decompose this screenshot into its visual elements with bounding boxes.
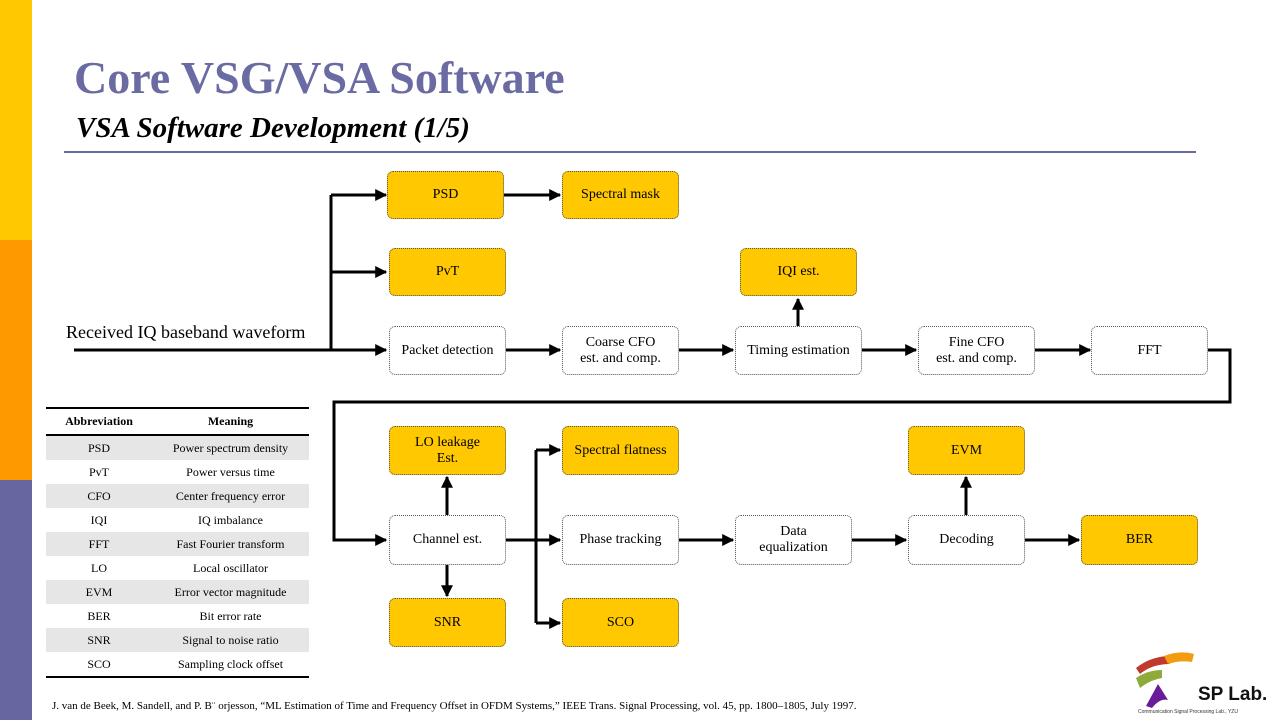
header-meaning: Meaning <box>152 407 309 436</box>
box-phase-tracking: Phase tracking <box>562 515 679 565</box>
logo-name: SP Lab. <box>1198 684 1268 705</box>
accent-bar-yellow <box>0 0 32 240</box>
title-rule <box>64 151 1196 153</box>
box-ber: BER <box>1081 515 1198 565</box>
box-data-equalization: Data equalization <box>735 515 852 565</box>
abbr-cell: PvT <box>88 464 109 479</box>
abbr-cell: PSD <box>46 435 152 460</box>
meaning-cell: Sampling clock offset <box>152 652 309 678</box>
meaning-cell: Power spectrum density <box>152 435 309 460</box>
slide-title: Core VSG/VSA Software <box>74 52 565 103</box>
accent-bar-orange <box>0 240 32 480</box>
accent-bar-purple <box>0 480 32 720</box>
abbr-cell: SNR <box>46 628 152 652</box>
box-coarse-cfo: Coarse CFO est. and comp. <box>562 326 679 375</box>
box-pvt: PvT <box>389 248 506 296</box>
logo-tagline: Communication Signal Processing Lab., YZ… <box>1138 709 1238 715</box>
box-snr: SNR <box>389 598 506 647</box>
meaning-cell: Fast Fourier transform <box>152 532 309 556</box>
box-spectral-flatness: Spectral flatness <box>562 426 679 475</box>
meaning-cell: Error vector magnitude <box>152 580 309 604</box>
abbr-cell: LO <box>91 560 107 575</box>
meaning-cell: Center frequency error <box>152 484 309 508</box>
box-fine-cfo: Fine CFO est. and comp. <box>918 326 1035 375</box>
sp-lab-logo-icon <box>1136 652 1194 708</box>
box-spectral-mask: Spectral mask <box>562 171 679 219</box>
abbr-cell: IQI <box>90 512 108 527</box>
header-abbreviation: Abbreviation <box>46 407 152 436</box>
table-row: IQI IQ imbalance <box>46 508 309 532</box>
reference-footnote: J. van de Beek, M. Sandell, and P. B¨ or… <box>52 700 857 712</box>
meaning-cell: Signal to noise ratio <box>152 628 309 652</box>
meaning-cell: Bit error rate <box>199 608 262 623</box>
box-channel-est: Channel est. <box>389 515 506 565</box>
box-fft: FFT <box>1091 326 1208 375</box>
abbr-cell: FFT <box>46 532 152 556</box>
slide-subtitle: VSA Software Development (1/5) <box>76 112 470 144</box>
box-packet-detection: Packet detection <box>389 326 506 375</box>
meaning-cell: Local oscillator <box>193 560 268 575</box>
table-header-row: Abbreviation Meaning <box>46 407 309 436</box>
input-label: Received IQ baseband waveform <box>66 322 306 342</box>
meaning-cell: IQ imbalance <box>198 512 263 527</box>
table-row: BER Bit error rate <box>46 604 309 628</box>
box-decoding: Decoding <box>908 515 1025 565</box>
box-sco: SCO <box>562 598 679 647</box>
box-timing-estimation: Timing estimation <box>735 326 862 375</box>
abbr-cell: SCO <box>46 652 152 678</box>
table-row: LO Local oscillator <box>46 556 309 580</box>
abbr-cell: EVM <box>46 580 152 604</box>
box-iqi-est: IQI est. <box>740 248 857 296</box>
box-evm: EVM <box>908 426 1025 475</box>
meaning-cell: Power versus time <box>186 464 275 479</box>
abbr-cell: CFO <box>46 484 152 508</box>
edge-fft-channel-wrap <box>332 348 1232 546</box>
box-lo-leakage: LO leakage Est. <box>389 426 506 475</box>
table-row: PvT Power versus time <box>46 460 309 484</box>
box-psd: PSD <box>387 171 504 219</box>
abbr-cell: BER <box>87 608 111 623</box>
